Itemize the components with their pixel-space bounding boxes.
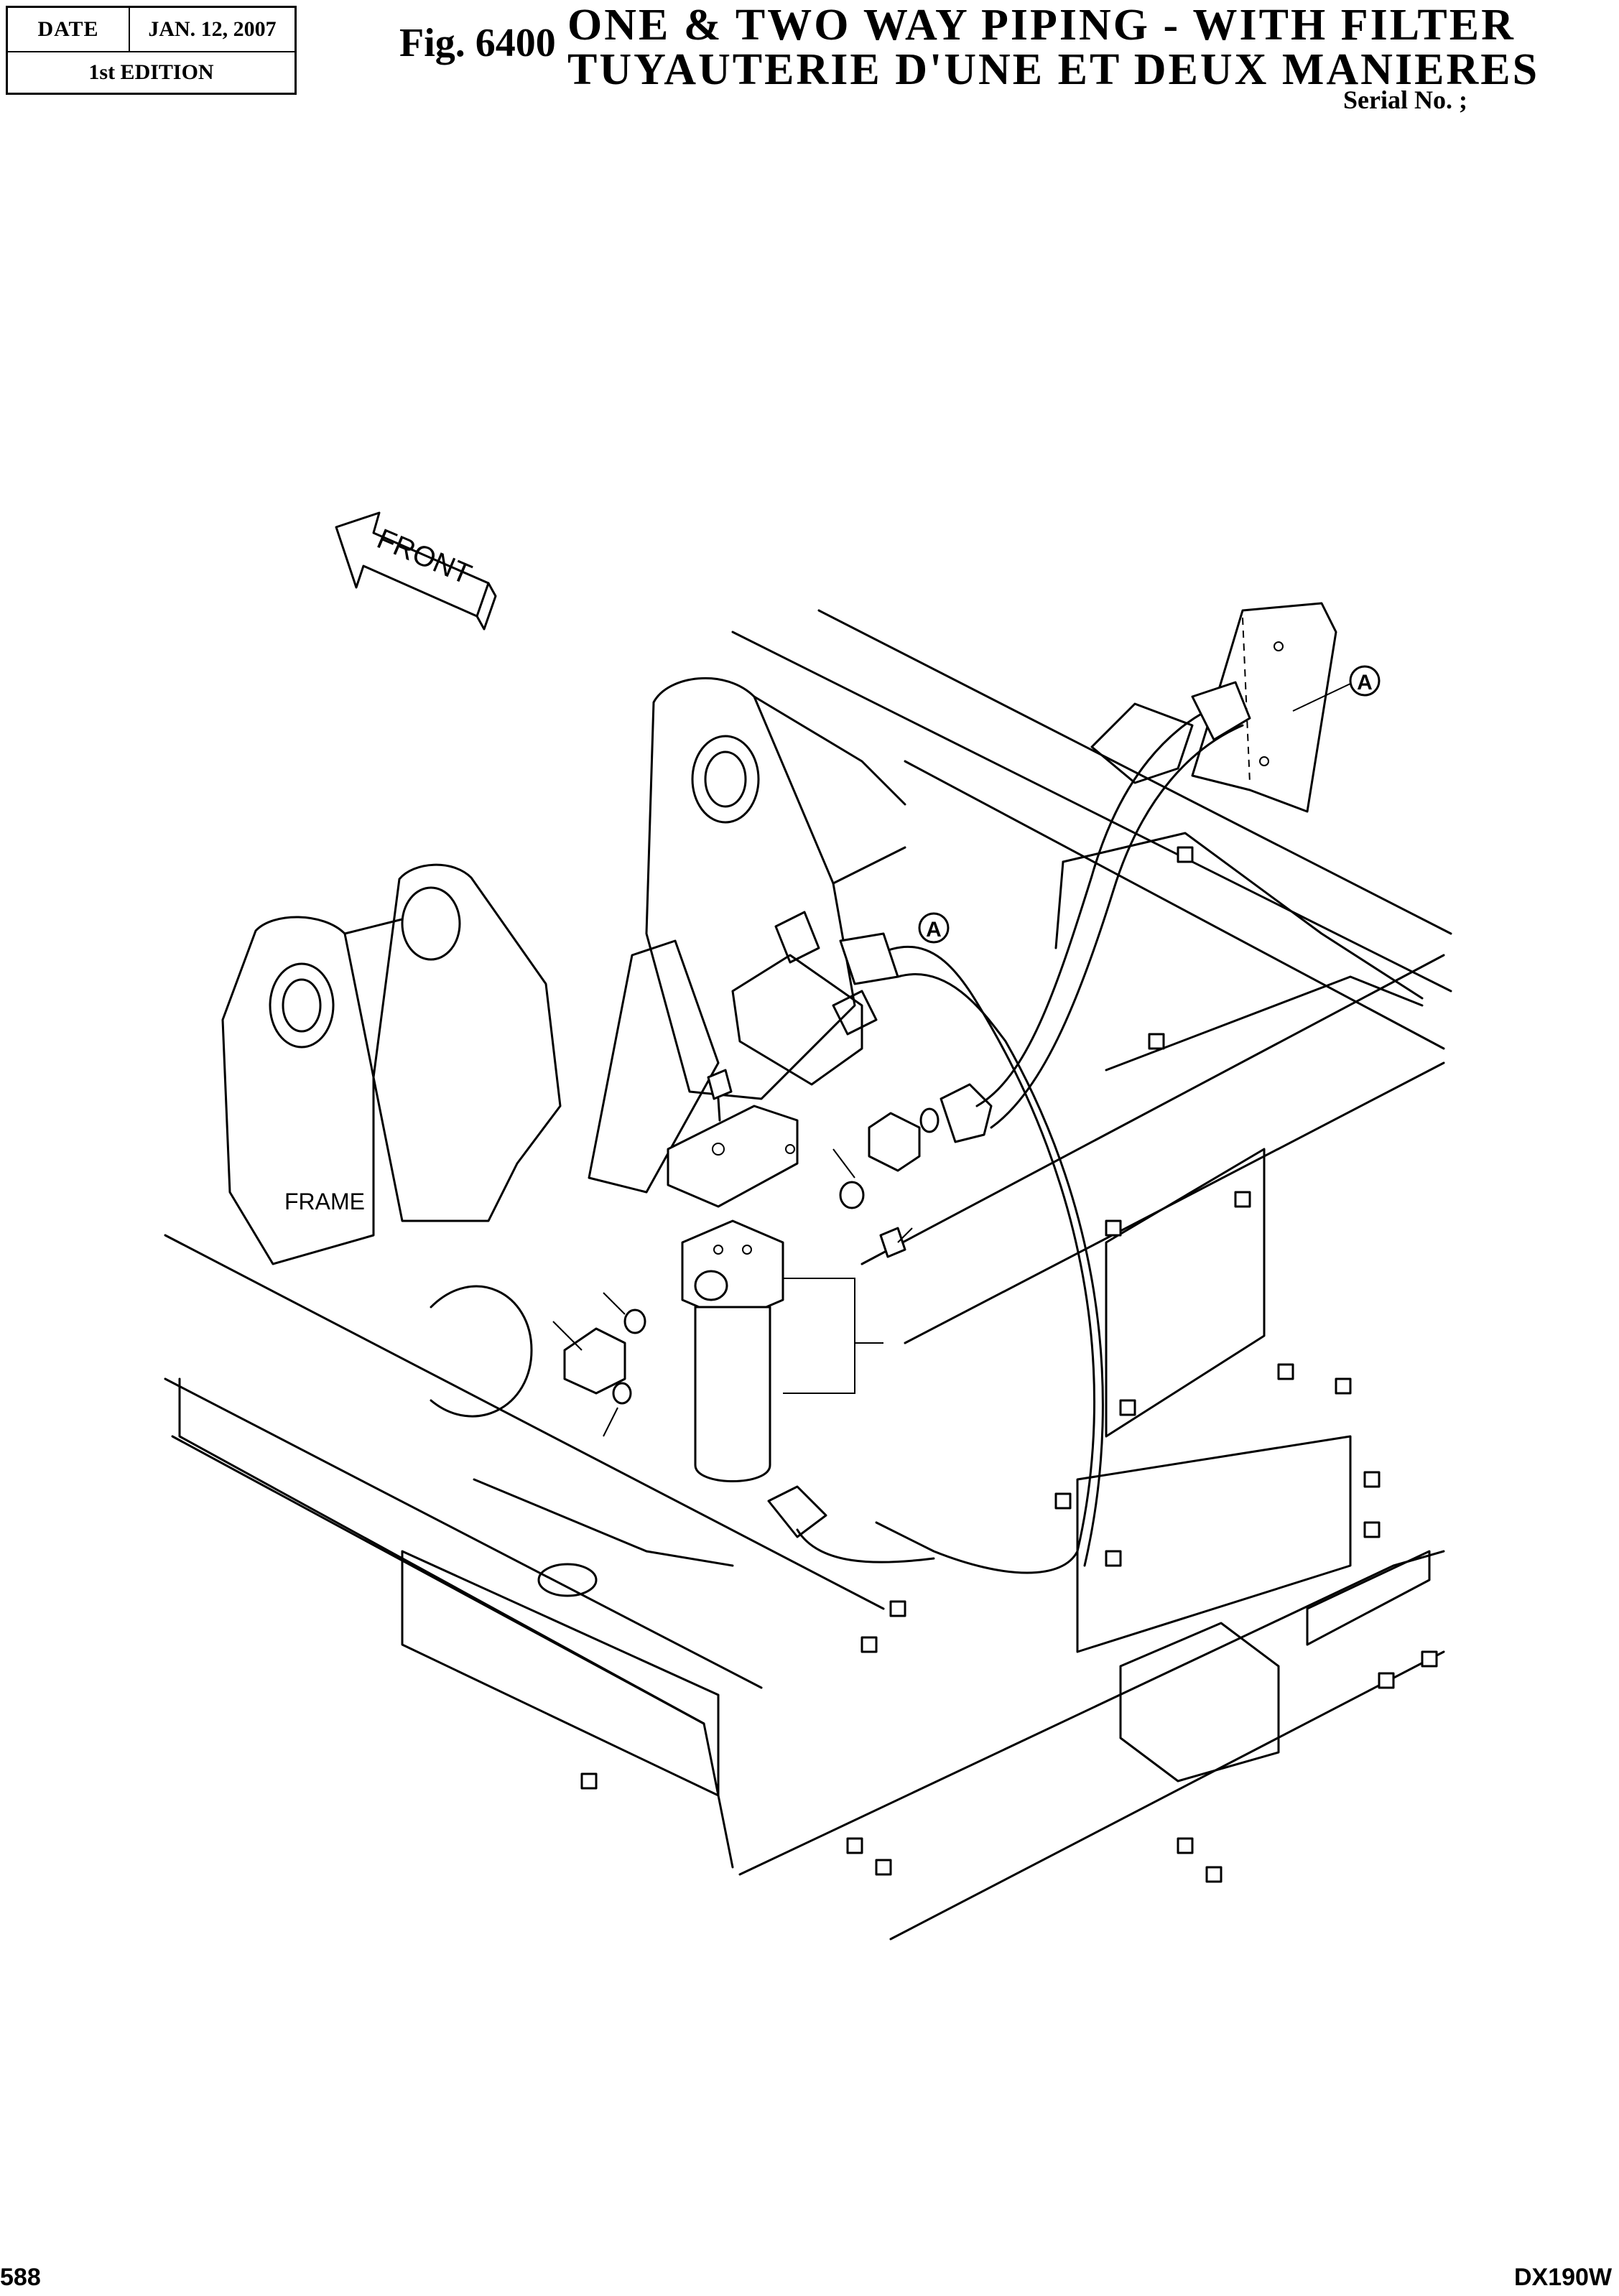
adapter-fittings — [832, 1083, 993, 1258]
connection-marker-a-1: A — [1292, 665, 1381, 712]
date-value: JAN. 12, 2007 — [148, 17, 277, 41]
elbow-fitting-left — [552, 1292, 646, 1437]
title-english: ONE & TWO WAY PIPING - WITH FILTER — [567, 1, 1516, 50]
figure-number: Fig. 6400 — [399, 21, 556, 65]
date-label: DATE — [8, 8, 130, 51]
page-number: 588 — [0, 2264, 41, 2291]
connection-marker-a-2: A — [918, 912, 950, 944]
edition-label: 1st EDITION — [8, 51, 294, 93]
frame-boom-brackets — [221, 677, 906, 1265]
valve-block — [588, 911, 878, 1194]
frame-hardware — [580, 846, 1438, 1883]
title-french: TUYAUTERIE D'UNE ET DEUX MANIERES — [567, 45, 1540, 94]
svg-text:A: A — [1357, 671, 1373, 694]
model-code: DX190W — [1514, 2264, 1613, 2291]
filter-assembly — [681, 1219, 883, 1482]
front-arrow: FRONT — [335, 511, 497, 631]
filter-mount-bracket — [667, 1069, 799, 1208]
svg-text:A: A — [926, 918, 942, 942]
hose-assemblies — [767, 681, 1251, 1574]
frame-label: FRAME — [284, 1189, 365, 1214]
frame-rails — [164, 609, 1452, 1941]
serial-number: Serial No. ; — [1343, 85, 1467, 114]
date-edition-box: DATE JAN. 12, 2007 1st EDITION — [6, 6, 297, 95]
